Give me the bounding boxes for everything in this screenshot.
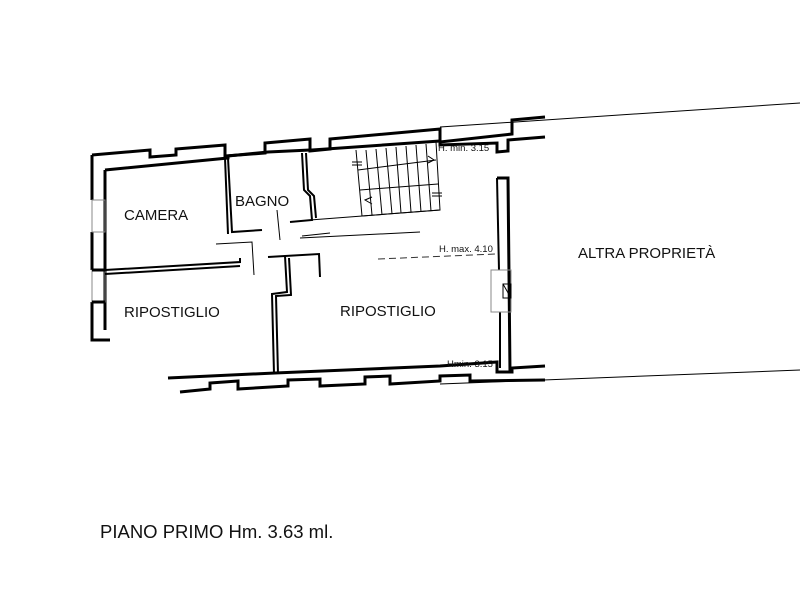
room-label-bagno: BAGNO [235, 193, 289, 210]
exterior-walls [90, 115, 546, 394]
room-label-camera: CAMERA [124, 207, 188, 224]
interior-walls [104, 152, 512, 375]
room-label-ripostiglio-left: RIPOSTIGLIO [124, 304, 220, 321]
room-label-ripostiglio-right: RIPOSTIGLIO [340, 303, 436, 320]
height-min-top-label: H. min. 3.15 [438, 143, 489, 154]
property-boundary [439, 102, 800, 385]
height-max-line [377, 253, 497, 260]
height-min-bottom-label: Hmin. 3.15 [447, 359, 493, 370]
plan-title: PIANO PRIMO Hm. 3.63 ml. [100, 521, 333, 542]
adjacent-property-label: ALTRA PROPRIETÀ [578, 245, 715, 262]
staircase [309, 141, 442, 221]
height-max-label: H. max. 4.10 [439, 244, 493, 255]
flue-box [490, 269, 512, 313]
